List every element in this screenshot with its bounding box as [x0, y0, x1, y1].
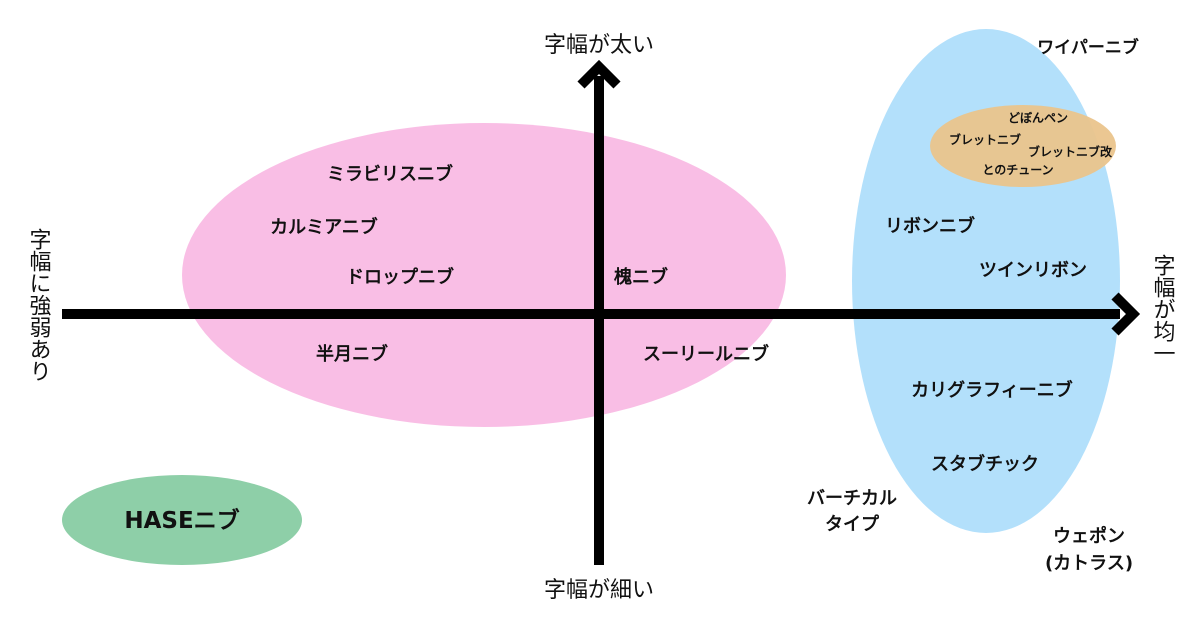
nib-label-twin-ribbon: ツインリボン — [979, 260, 1087, 281]
nib-label-stubchick: スタブチック — [931, 453, 1039, 475]
vertical-arrowhead — [577, 59, 621, 89]
nib-label-bullet-kai: ブレットニブ改 — [1028, 144, 1113, 159]
nib-label-hase: HASEニブ — [124, 507, 239, 534]
nib-label-weapon-line2: (カトラス) — [1045, 553, 1133, 574]
axis-label-right: 字幅が均一 — [1150, 254, 1176, 364]
nib-label-tono-tune: とのチューン — [982, 163, 1053, 177]
axis-label-bottom: 字幅が細い — [544, 578, 654, 603]
nib-label-drop: ドロップニブ — [346, 266, 454, 288]
nib-label-wiper: ワイパーニブ — [1037, 37, 1139, 58]
nib-label-calligraphy: カリグラフィーニブ — [911, 379, 1073, 401]
nib-label-bullet: ブレットニブ — [949, 132, 1021, 147]
nib-label-vertical-line1: バーチカル — [807, 488, 897, 509]
nib-label-ribbon: リボンニブ — [885, 215, 975, 237]
pink-ellipse — [182, 123, 786, 427]
nib-label-dobonpen: どぼんペン — [1008, 111, 1068, 125]
axis-label-left: 字幅に強弱あり — [26, 228, 51, 382]
nib-label-hangetsu: 半月ニブ — [316, 343, 388, 365]
nib-label-vertical-line2: タイプ — [825, 513, 880, 535]
nib-label-weapon-line1: ウェポン — [1053, 525, 1125, 547]
nib-label-calmia: カルミアニブ — [270, 216, 378, 238]
nib-label-kakuni: 槐ニブ — [613, 266, 668, 288]
axes — [62, 59, 1141, 565]
nib-label-sliril: スーリールニブ — [643, 343, 769, 365]
green-ellipse — [62, 475, 302, 565]
orange-ellipse — [930, 105, 1116, 187]
nib-label-mirabiris: ミラビリスニブ — [327, 163, 453, 185]
horizontal-arrowhead — [1111, 292, 1141, 336]
axis-label-top: 字幅が太い — [544, 33, 654, 58]
